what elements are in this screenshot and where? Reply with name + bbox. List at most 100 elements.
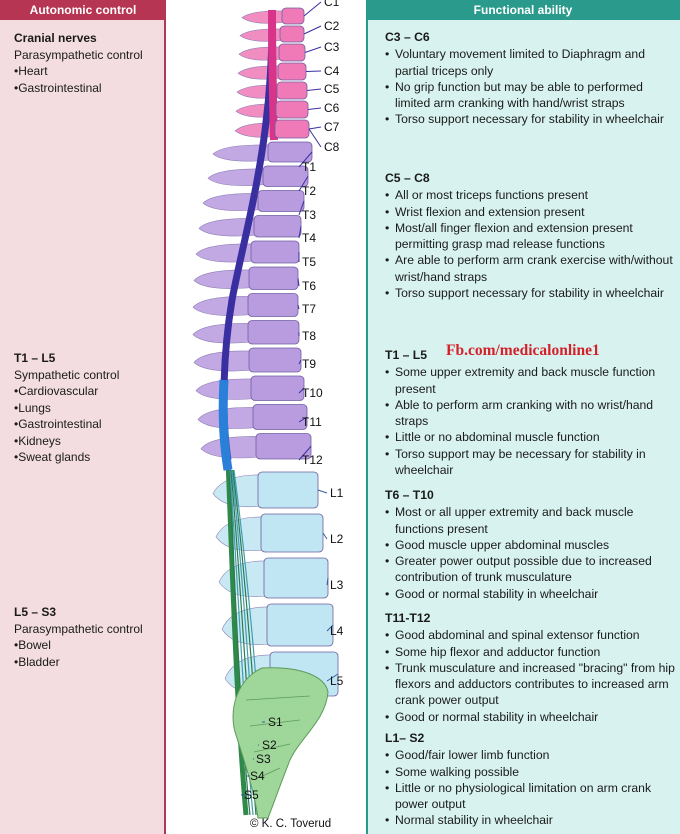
functional-block: T11-T12Good abdominal and spinal extenso… [385, 610, 675, 725]
vertebral-process [200, 436, 261, 459]
vertebra-label: T11 [302, 415, 322, 429]
functional-title: T1 – L5 [385, 348, 427, 362]
vertebra-leader [308, 126, 322, 130]
vertebra-label: T9 [302, 357, 316, 371]
vertebra-label: T6 [302, 279, 316, 293]
autonomic-subtitle: Sympathetic control [14, 367, 120, 382]
vertebra-label: L1 [330, 486, 344, 500]
vertebra-leader [297, 304, 300, 310]
vertebra-label: L3 [330, 578, 344, 592]
vertebra-label: T7 [302, 302, 316, 316]
vertebra-label: C7 [324, 120, 340, 134]
autonomic-header: Autonomic control [0, 0, 166, 20]
vertebra-leader [326, 673, 339, 682]
vertebra-label: S2 [262, 738, 277, 752]
vertebral-body [281, 7, 305, 25]
autonomic-item: Gastrointestinal [14, 80, 143, 97]
vertebral-process [192, 323, 253, 344]
vertebra-label: C2 [324, 19, 340, 33]
cauda-equina-strand [228, 469, 251, 816]
functional-block: C3 – C6 Voluntary movement limited to Dia… [385, 29, 675, 128]
sacral-line [245, 695, 311, 701]
functional-item: Greater power output possible due to inc… [385, 553, 675, 586]
functional-item: Good abdominal and spinal extensor funct… [385, 627, 675, 644]
functional-item: Torso support necessary for stability in… [385, 111, 675, 128]
vertebral-body [274, 119, 310, 139]
vertebral-body [248, 266, 299, 290]
vertebra-leader [298, 200, 305, 216]
autonomic-item: Heart [14, 63, 143, 80]
functional-block: L1– S2Good/fair lower limb functionSome … [385, 730, 675, 829]
vertebra-label: L4 [330, 624, 344, 638]
autonomic-item: Bowel [14, 637, 143, 654]
vertebral-body [247, 320, 300, 345]
vertebra-label: C1 [324, 0, 340, 9]
vertebra-label: T10 [302, 386, 323, 400]
vertebra-label: L2 [330, 532, 344, 546]
autonomic-title: L5 – S3 [14, 605, 57, 619]
cervical-cord [268, 9, 278, 141]
vertebra-label: S3 [256, 752, 271, 766]
vertebra-leader [304, 46, 322, 53]
functional-item: Trunk musculature and increased "bracing… [385, 660, 675, 709]
autonomic-item: Kidneys [14, 433, 119, 450]
vertebra-label: T8 [302, 329, 316, 343]
functional-item: Little or no physiological limitation on… [385, 780, 675, 813]
functional-block: T6 – T10Most or all upper extremity and … [385, 487, 675, 602]
vertebra-label: S1 [268, 715, 283, 729]
functional-item: Good or normal stability in wheelchair [385, 709, 675, 726]
vertebra-label: C6 [324, 101, 340, 115]
vertebra-leader [326, 624, 334, 632]
functional-item: Are able to perform arm crank exercise w… [385, 252, 675, 285]
vertebral-body [252, 404, 308, 430]
vertebra-label: T12 [302, 453, 323, 467]
vertebral-body [275, 100, 309, 119]
vertebral-process [193, 269, 254, 289]
vertebral-body [257, 471, 319, 509]
functional-item: Voluntary movement limited to Diaphragm … [385, 46, 675, 79]
vertebral-process [241, 10, 287, 24]
vertebra-leader [305, 70, 322, 72]
functional-title: T6 – T10 [385, 488, 434, 502]
vertebral-process [207, 168, 268, 186]
functional-block: C5 – C8All or most triceps functions pre… [385, 170, 675, 302]
autonomic-title: Cranial nerves [14, 31, 97, 45]
vertebral-body [278, 43, 306, 62]
functional-item: Little or no abdominal muscle function [385, 429, 675, 446]
vertebral-body [277, 62, 307, 81]
autonomic-item: Bladder [14, 654, 143, 671]
vertebral-process [192, 296, 253, 316]
functional-title: T11-T12 [385, 611, 431, 625]
autonomic-item: Sweat glands [14, 449, 119, 466]
vertebra-label: T3 [302, 208, 316, 222]
watermark: Fb.com/medicalonline1 [446, 342, 600, 359]
vertebral-body [250, 375, 305, 401]
vertebra-label: T1 [302, 160, 316, 174]
vertebral-body [263, 557, 329, 599]
functional-item: Torso support necessary for stability in… [385, 285, 675, 302]
vertebral-process [238, 46, 284, 61]
functional-item: Good/fair lower limb function [385, 747, 675, 764]
vertebral-body [260, 513, 324, 553]
functional-item: No grip function but may be able to perf… [385, 79, 675, 112]
vertebra-label: L5 [330, 674, 344, 688]
vertebral-process [212, 144, 273, 162]
vertebra-leader [303, 25, 322, 35]
vertebra-label: T5 [302, 255, 316, 269]
vertebral-body [276, 81, 308, 100]
autonomic-title: T1 – L5 [14, 351, 56, 365]
vertebra-leader [298, 175, 309, 192]
vertebral-body [279, 25, 305, 43]
vertebra-leader [307, 107, 322, 110]
functional-title: C5 – C8 [385, 171, 430, 185]
vertebra-leader [306, 88, 322, 91]
autonomic-subtitle: Parasympathetic control [14, 47, 143, 62]
autonomic-item: Cardiovascular [14, 383, 119, 400]
vertebra-label: C5 [324, 82, 340, 96]
functional-title: C3 – C6 [385, 30, 430, 44]
functional-item: Some upper extremity and back muscle fun… [385, 364, 675, 397]
functional-title: L1– S2 [385, 731, 425, 745]
